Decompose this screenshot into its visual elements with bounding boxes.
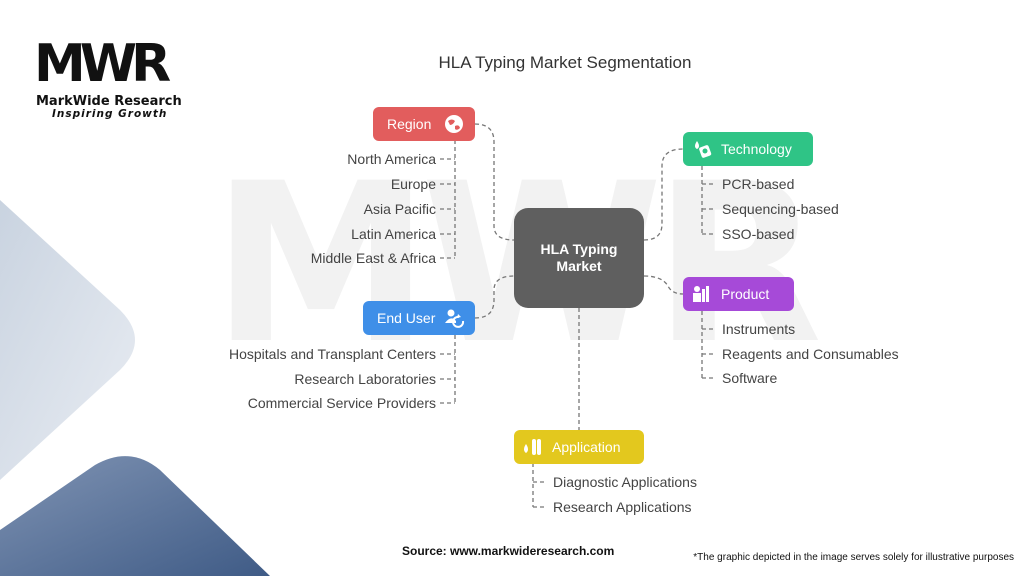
technology-item: Sequencing-based bbox=[722, 201, 839, 217]
application-item: Research Applications bbox=[553, 499, 692, 515]
product-item: Instruments bbox=[722, 321, 796, 337]
category-end-user-label: End User bbox=[377, 310, 436, 326]
region-item: North America bbox=[347, 151, 436, 167]
application-item: Diagnostic Applications bbox=[553, 474, 697, 490]
technology-item: PCR-based bbox=[722, 176, 795, 192]
globe-icon bbox=[445, 115, 463, 133]
category-region: Region bbox=[373, 107, 475, 141]
disclaimer-note: *The graphic depicted in the image serve… bbox=[693, 552, 1014, 563]
category-technology-label: Technology bbox=[721, 141, 792, 157]
region-item: Latin America bbox=[351, 226, 436, 242]
brand-logo: MWR bbox=[34, 34, 171, 94]
category-application-label: Application bbox=[552, 439, 621, 455]
category-application: Application bbox=[514, 430, 644, 464]
technology-item: SSO-based bbox=[722, 226, 795, 242]
center-node-label: HLA Typing Market bbox=[540, 241, 618, 274]
category-end-user: End User bbox=[363, 301, 475, 335]
dna-drop-icon bbox=[695, 141, 712, 158]
end-user-item: Commercial Service Providers bbox=[247, 395, 436, 411]
center-node: HLA Typing Market bbox=[514, 208, 644, 308]
product-item: Reagents and Consumables bbox=[722, 346, 899, 362]
diagram-title: HLA Typing Market Segmentation bbox=[438, 53, 692, 72]
category-product: Product bbox=[683, 277, 794, 311]
kit-icon bbox=[693, 286, 709, 302]
end-user-item: Research Laboratories bbox=[294, 371, 436, 387]
connectors bbox=[440, 123, 716, 508]
category-product-label: Product bbox=[721, 286, 770, 302]
region-item: Europe bbox=[390, 176, 436, 192]
brand-name: MarkWide Research bbox=[36, 94, 182, 109]
test-tube-icon bbox=[524, 439, 541, 455]
bg-diamond-dark bbox=[0, 456, 270, 576]
brand-tagline: Inspiring Growth bbox=[52, 108, 168, 120]
category-technology: Technology bbox=[683, 132, 813, 166]
users-refresh-icon bbox=[445, 309, 465, 328]
bg-diamond-light bbox=[0, 200, 135, 480]
category-region-label: Region bbox=[387, 116, 432, 132]
region-item: Middle East & Africa bbox=[310, 250, 436, 266]
end-user-item: Hospitals and Transplant Centers bbox=[229, 346, 436, 362]
product-item: Software bbox=[722, 370, 778, 386]
source-text: Source: www.markwideresearch.com bbox=[402, 544, 615, 558]
region-item: Asia Pacific bbox=[363, 201, 436, 217]
